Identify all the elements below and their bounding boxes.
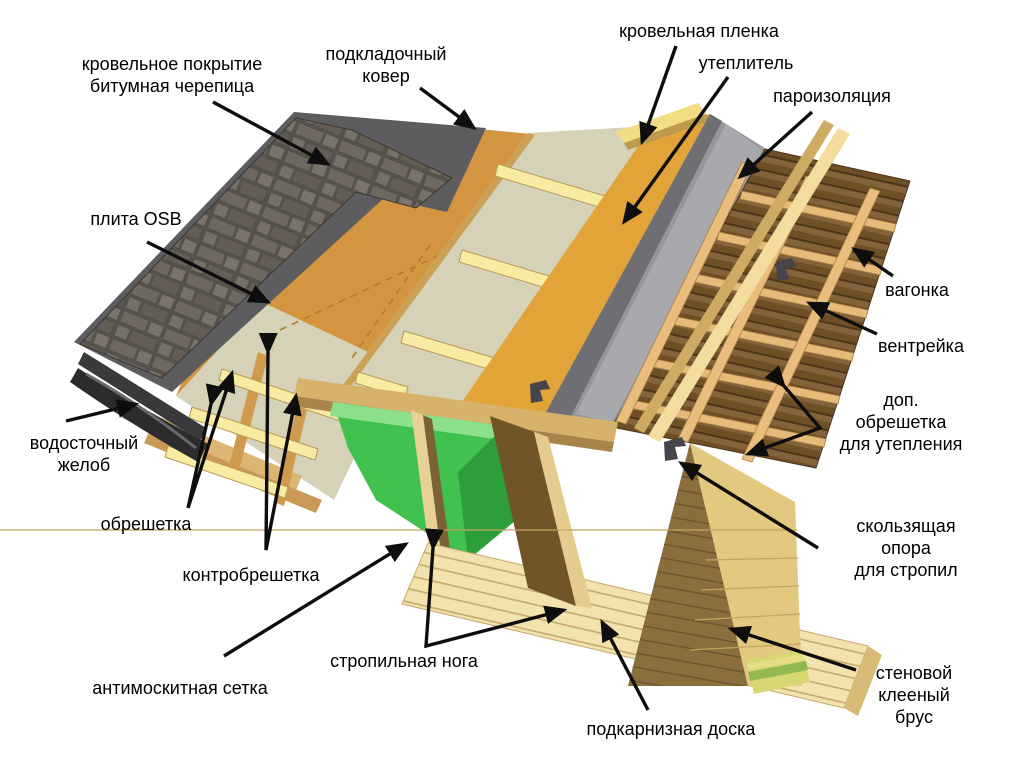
wall-beam-front-face	[690, 443, 802, 686]
support-beam	[294, 378, 618, 442]
sliding-support-bracket	[530, 380, 550, 403]
label-mosquito-mesh: антимоскитная сетка	[92, 678, 268, 699]
vapor-barrier-sheet	[576, 124, 762, 422]
label-vent-strip: вентрейка	[878, 336, 964, 357]
rafter-leg-b-edge	[534, 432, 592, 608]
vapor-barrier-fold	[545, 114, 722, 418]
eave-board-end	[844, 646, 882, 716]
wall-beam-shadow-face	[628, 443, 748, 686]
label-osb-board: плита OSB	[90, 209, 182, 230]
label-arrows	[65, 45, 894, 711]
sliding-support-bracket	[664, 437, 686, 461]
wall-beam-laminations	[0, 529, 802, 651]
label-roof-film: кровельная пленка	[619, 21, 779, 42]
label-gutter: водосточный желоб	[29, 433, 139, 475]
label-vapor-barrier: пароизоляция	[773, 86, 891, 107]
label-insulation: утеплитель	[698, 53, 794, 74]
sliding-support-bracket	[776, 258, 796, 281]
label-rafter-leg: стропильная нога	[330, 651, 478, 672]
label-counter-lathing: контробрешетка	[182, 565, 320, 586]
label-wall-beam: стеновой клееный брус	[875, 663, 953, 727]
gutter-highlight	[85, 372, 197, 450]
rafter-standing-side	[634, 120, 834, 433]
rafter-leg-a	[411, 410, 441, 553]
label-roof-cover: кровельное покрытие битумная черепица	[81, 54, 263, 96]
label-sliding-support: скользящая опора для стропил	[854, 516, 958, 580]
wall-beam-base-stripe	[747, 654, 805, 670]
label-extra-lathing: доп. обрешетка для утепления	[839, 390, 963, 454]
label-cladding: вагонка	[885, 280, 949, 301]
label-eave-board: подкарнизная доска	[586, 719, 756, 740]
label-underlay-carpet: подкладочный ковер	[325, 44, 447, 86]
label-lathing: обрешетка	[100, 514, 192, 535]
gutter-drip-edge	[78, 352, 206, 441]
wall-beam-base-stripe	[748, 661, 808, 681]
shingles-layer	[79, 117, 453, 379]
counter-batten-edge	[341, 133, 535, 390]
rafter-leg-a-side	[423, 415, 450, 553]
rafter-standing	[648, 128, 850, 442]
ridge-board	[616, 103, 706, 143]
